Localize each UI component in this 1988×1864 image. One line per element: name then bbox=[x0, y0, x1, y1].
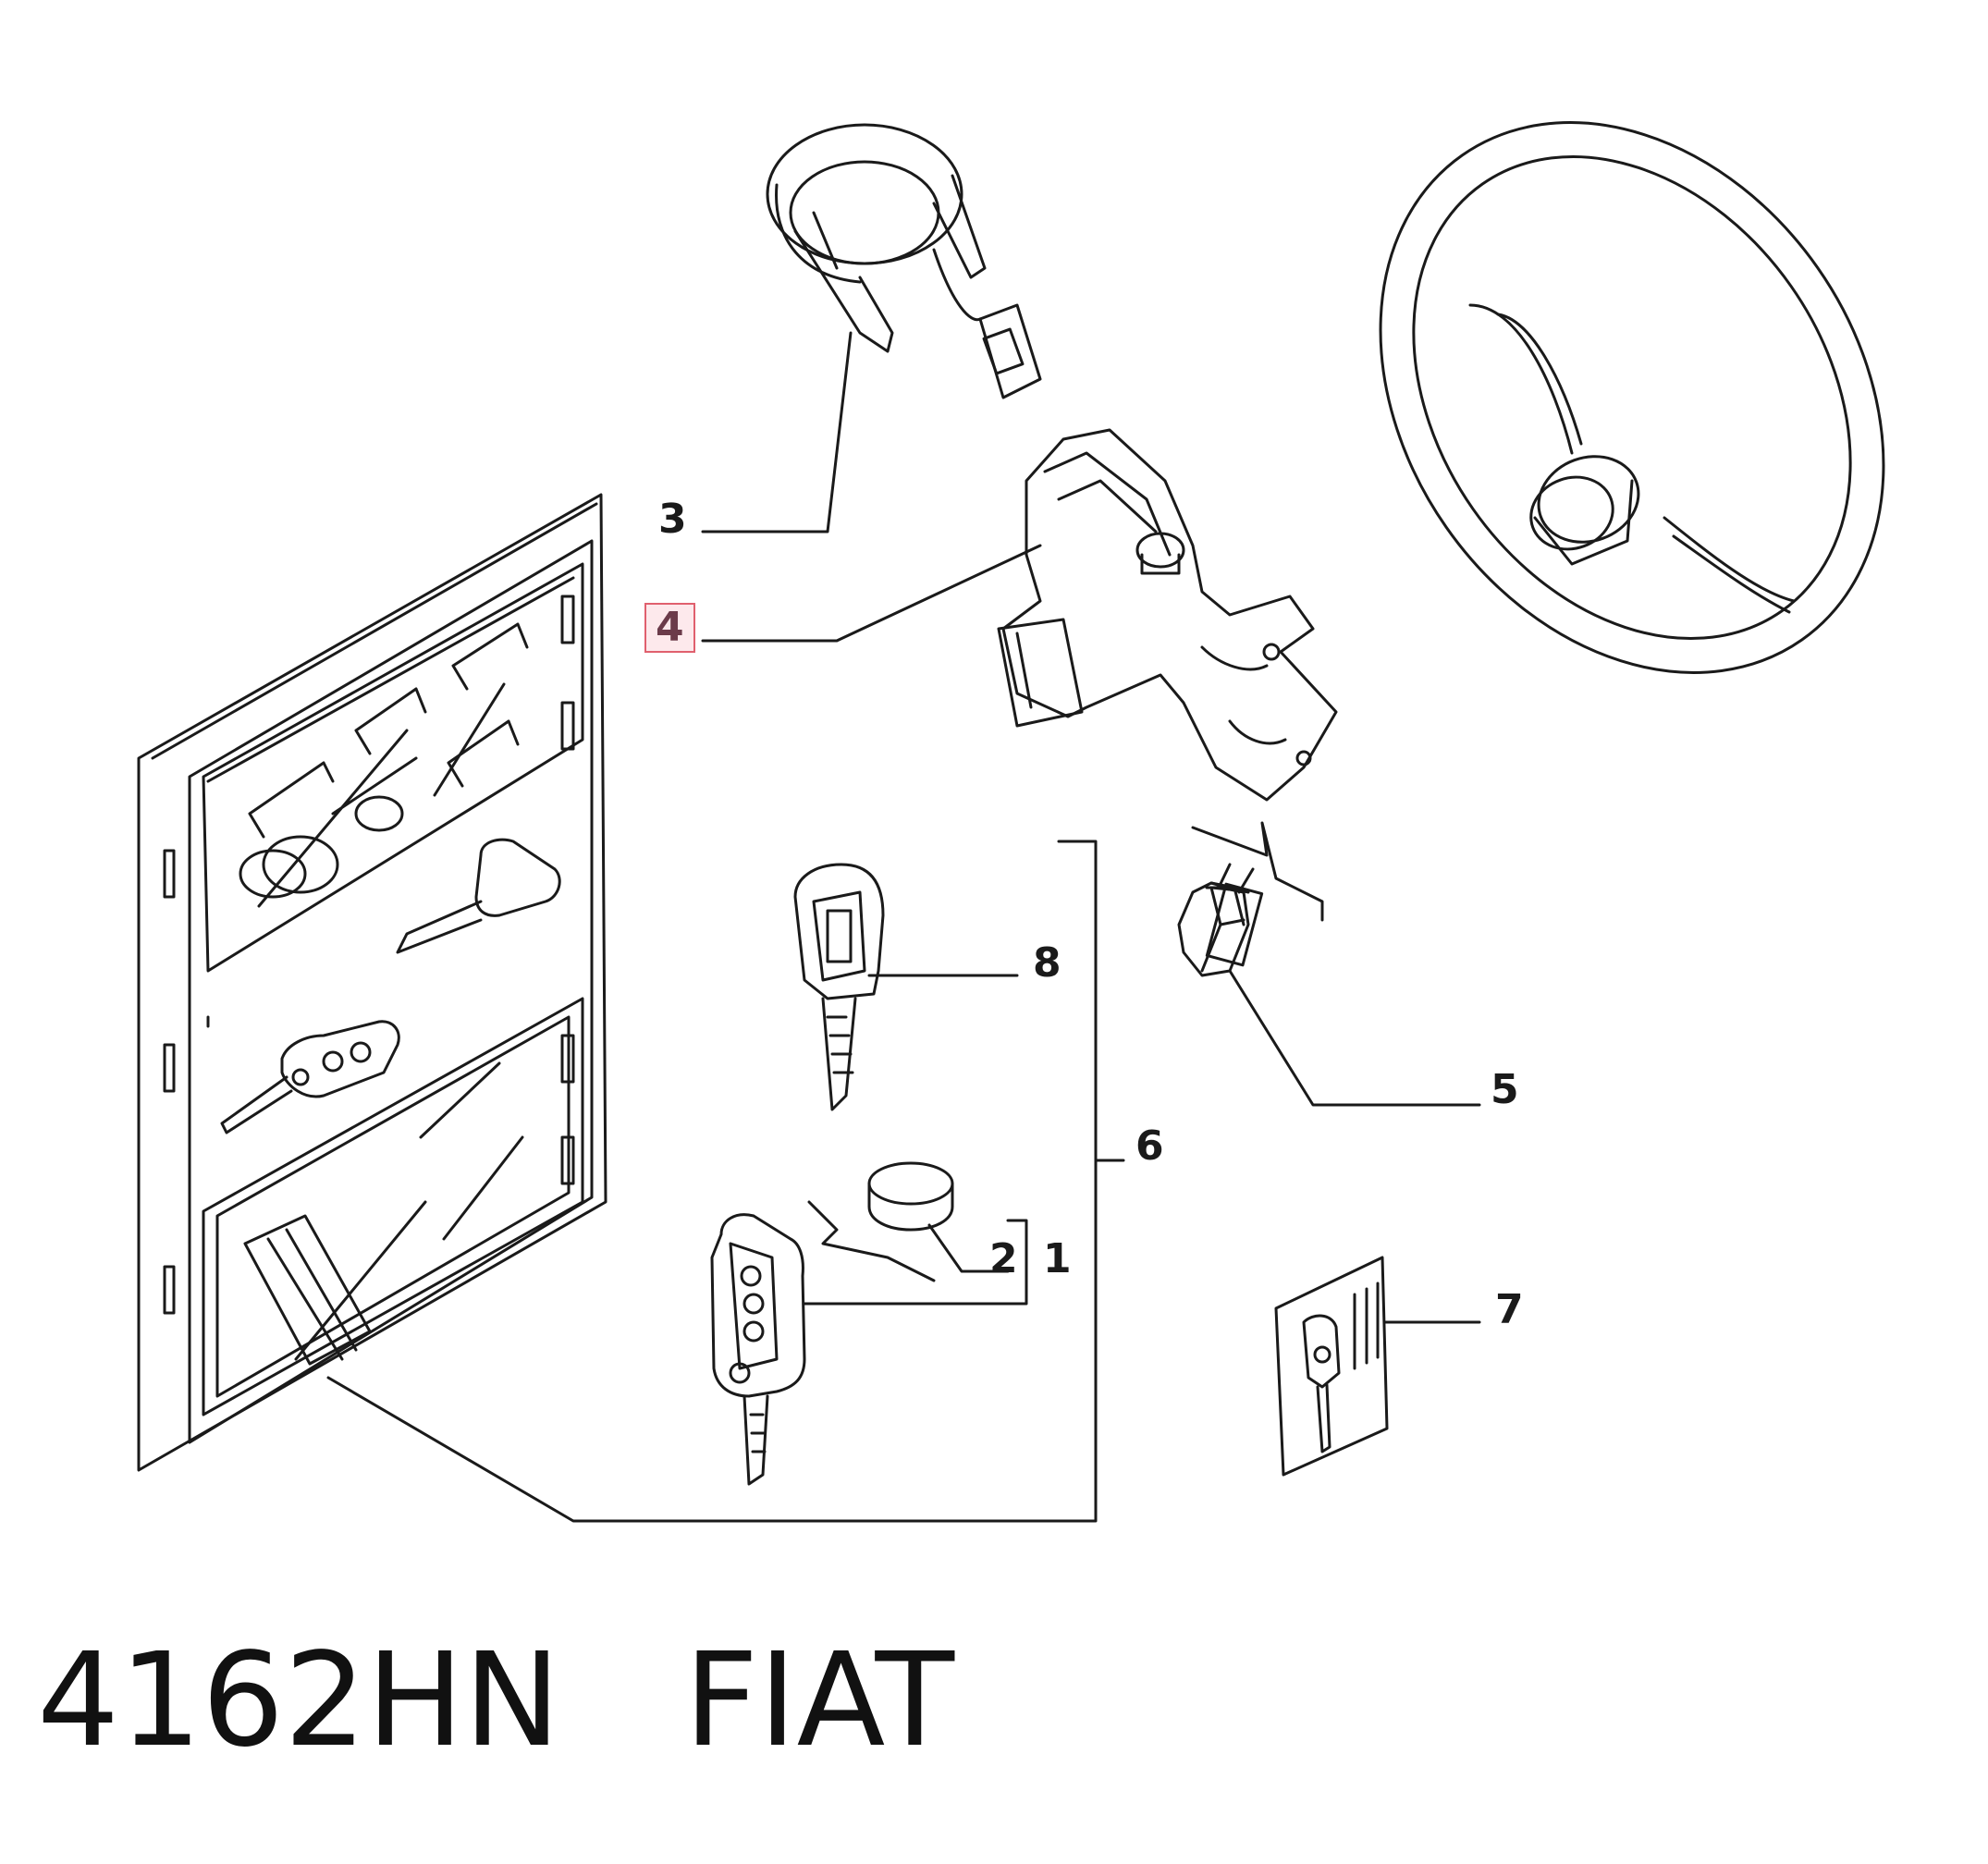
battery-drawing bbox=[867, 1161, 954, 1232]
leader-line-2 bbox=[927, 1223, 1010, 1273]
break-line bbox=[1191, 821, 1324, 922]
leader-line-4 bbox=[701, 544, 1042, 643]
callout-2[interactable]: 2 bbox=[989, 1235, 1018, 1282]
leader-line-6 bbox=[326, 840, 1098, 1523]
part-number: 4162HN bbox=[37, 1625, 561, 1776]
ignition-lock-housing-drawing bbox=[997, 428, 1338, 802]
brand-name: FIAT bbox=[683, 1625, 955, 1776]
leader-line-3 bbox=[701, 331, 853, 533]
key-drawing bbox=[793, 863, 885, 1111]
steering-wheel-drawing bbox=[1379, 121, 1885, 674]
callout-1[interactable]: 1 bbox=[1043, 1235, 1072, 1282]
leader-line-1 bbox=[803, 1219, 1028, 1306]
bolt-drawing bbox=[1177, 863, 1264, 977]
callout-8[interactable]: 8 bbox=[1033, 939, 1061, 987]
callout-4[interactable]: 4 bbox=[644, 603, 695, 653]
service-kit-board-drawing bbox=[137, 493, 607, 1472]
callout-5[interactable]: 5 bbox=[1491, 1066, 1519, 1113]
footer-caption: 4162HN FIAT bbox=[37, 1637, 954, 1766]
callout-3[interactable]: 3 bbox=[658, 496, 687, 543]
stalk-switch-drawing bbox=[766, 123, 1042, 399]
break-line-2 bbox=[807, 1200, 936, 1282]
code-card-drawing bbox=[1274, 1256, 1389, 1477]
leader-line-5 bbox=[1228, 969, 1481, 1107]
callout-6[interactable]: 6 bbox=[1135, 1122, 1164, 1170]
remote-key-fob-drawing bbox=[710, 1213, 806, 1486]
callout-7[interactable]: 7 bbox=[1495, 1286, 1524, 1333]
